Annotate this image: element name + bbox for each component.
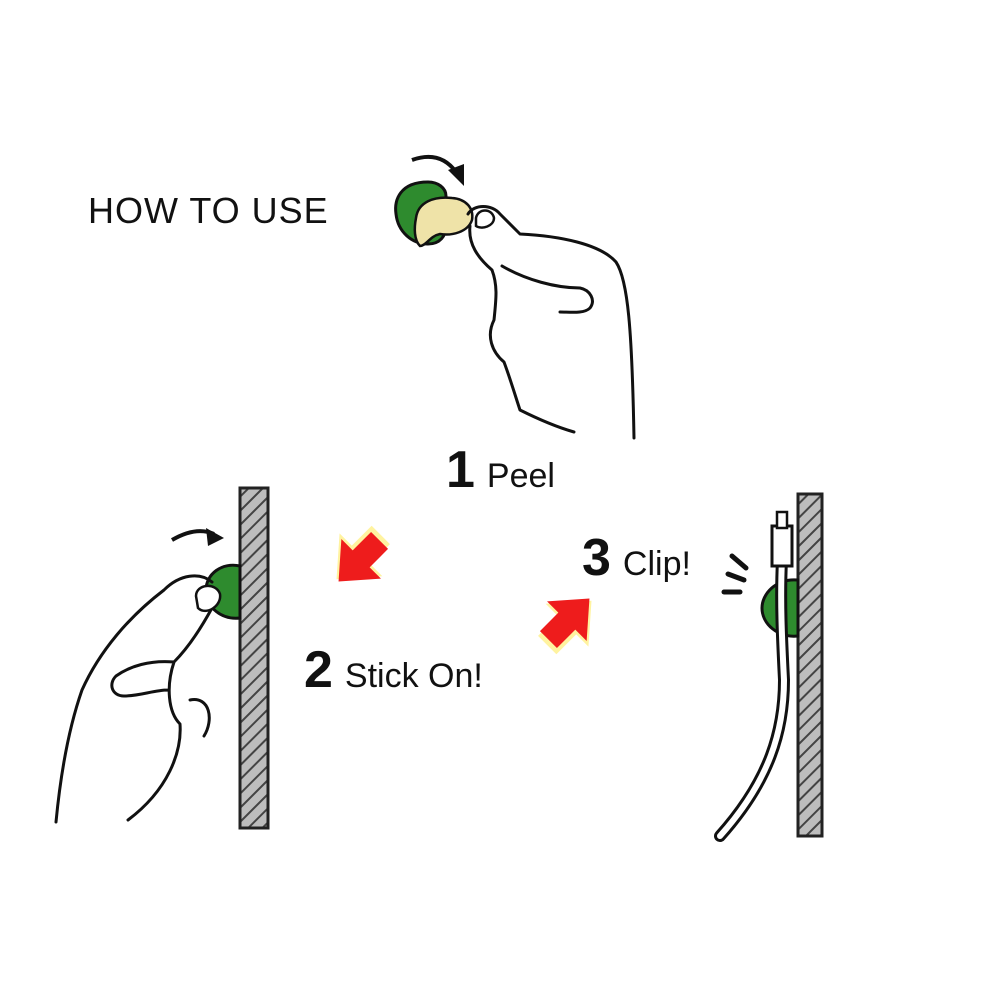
step-3-label: 3 Clip! [582, 528, 691, 588]
step3-illustration [714, 492, 824, 842]
step2-illustration [54, 486, 270, 830]
cable-connector-tip [775, 510, 789, 530]
step-1-text: Peel [486, 457, 555, 495]
arrow-to-step3 [538, 598, 592, 655]
wall-left [238, 486, 270, 830]
thumbnail-2 [194, 584, 222, 613]
arrow-to-step2 [336, 525, 390, 582]
wall-right [796, 492, 824, 838]
step-1-label: 1 Peel [446, 440, 555, 500]
step1-illustration [394, 155, 636, 440]
peel-arrowhead [448, 164, 464, 186]
page-title: HOW TO USE [88, 190, 329, 231]
stick-arrowhead [206, 528, 224, 546]
cable-connector [770, 524, 794, 568]
click-marks [721, 553, 749, 595]
adhesive-tab [413, 196, 474, 248]
hand-stick [54, 574, 214, 824]
thumbnail-1 [474, 209, 496, 229]
step-3-text: Clip! [622, 545, 691, 583]
step-2-label: 2 Stick On! [304, 640, 483, 700]
step-2-text: Stick On! [344, 657, 483, 695]
cable-inner [717, 557, 788, 839]
hand-peel [466, 205, 636, 440]
step-1-number: 1 [446, 441, 475, 499]
step-3-number: 3 [582, 529, 611, 587]
step-2-number: 2 [304, 641, 333, 699]
